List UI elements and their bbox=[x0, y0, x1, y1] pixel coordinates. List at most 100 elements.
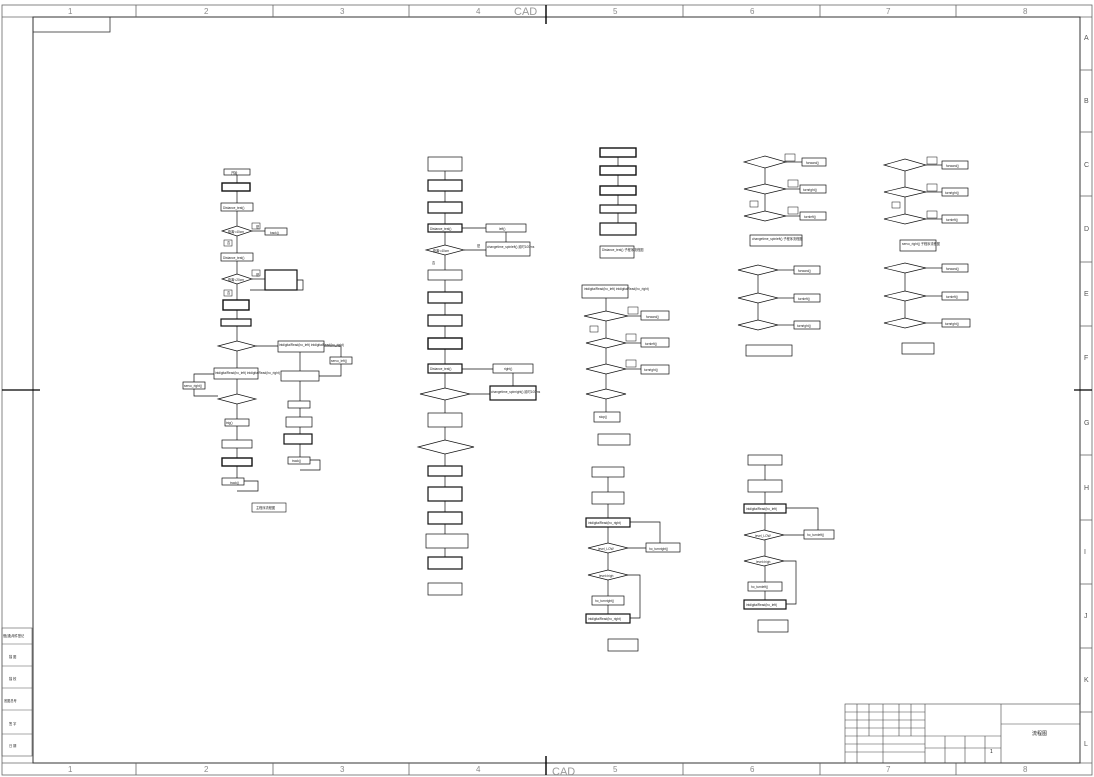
drawing-frame bbox=[1, 4, 1093, 776]
fc3-turnright: turnright() bbox=[644, 368, 658, 372]
col-2-bottom: 2 bbox=[204, 765, 209, 774]
fc1-cond-20: 距离<20cm bbox=[228, 277, 244, 282]
column-numbers-bottom: 1 2 3 4 5 6 7 8 bbox=[68, 765, 1028, 774]
fc1-read-lr-2: intdigitalRead(ho_left) intdigitalRead(h… bbox=[215, 371, 280, 375]
page-number: 1 bbox=[990, 749, 993, 755]
strip-cell-2: 描 图 bbox=[9, 654, 16, 659]
fc2-left: left() bbox=[499, 227, 505, 231]
fc1-cond-40: 距离<40cm bbox=[228, 229, 244, 234]
fc1-track-2: track() bbox=[292, 459, 301, 463]
fc1-no-2: 否 bbox=[227, 291, 231, 295]
fc1-start: 开始 bbox=[231, 170, 238, 175]
col-3-bottom: 3 bbox=[340, 765, 345, 774]
fc2-no: 否 bbox=[432, 261, 436, 265]
fc1-servo-left: servo_left() bbox=[331, 359, 347, 363]
fc1-no-1: 否 bbox=[227, 241, 231, 245]
fc5-turnright: turnright() bbox=[945, 191, 959, 195]
fc4-turnleft: turnleft() bbox=[804, 215, 816, 219]
fc3-ho-turnright: ho_turnright() bbox=[595, 599, 614, 603]
row-i: I bbox=[1084, 549, 1086, 556]
fc1-yes-2: 是 bbox=[256, 272, 260, 277]
fc1-distance-test: Distance_test() bbox=[223, 206, 244, 210]
row-b: B bbox=[1084, 98, 1089, 105]
fc5-servo: servo_right() 子程序流程图 bbox=[902, 241, 940, 246]
fc4-changetime: changetime_spinleft() 子程序流程图 bbox=[752, 236, 802, 241]
fc4-read-left-2: intdigitalRead(ho_left) bbox=[746, 603, 777, 607]
fc4-level-low: level_LOW bbox=[755, 534, 771, 538]
fc3-read-lr: intdigitalRead(ho_left) intdigitalRead(h… bbox=[584, 287, 649, 291]
fc4-ho-turnleft-side: ho_turnleft() bbox=[807, 533, 824, 537]
fc1-footer: 主程序流程图 bbox=[256, 505, 275, 510]
flowchart-3 bbox=[581, 147, 681, 652]
row-a: A bbox=[1084, 35, 1089, 42]
fc1-read-lr: intdigitalRead(ho_left) intdigitalRead(h… bbox=[279, 343, 344, 347]
fc5-forward: forward() bbox=[946, 164, 959, 168]
fc3-stop: stop() bbox=[599, 415, 607, 419]
col-8-bottom: 8 bbox=[1023, 765, 1028, 774]
row-j: J bbox=[1084, 613, 1088, 620]
row-d: D bbox=[1084, 226, 1089, 233]
row-e: E bbox=[1084, 291, 1089, 298]
fc3-turnleft: turnleft() bbox=[645, 342, 657, 346]
col-2: 2 bbox=[204, 7, 209, 16]
yes-no-tags bbox=[223, 153, 938, 368]
row-letters: A B C D E F G H I J K L bbox=[1084, 35, 1089, 748]
title-block bbox=[844, 703, 1081, 764]
flowchart-4 bbox=[737, 155, 835, 633]
fc2-right: right() bbox=[504, 367, 512, 371]
flowchart-2 bbox=[416, 156, 537, 596]
row-l: L bbox=[1084, 741, 1088, 748]
fc1-trig: trig() bbox=[226, 421, 233, 425]
fc1-footer-box bbox=[251, 502, 287, 513]
fc1-servo-right: servo_right() bbox=[184, 384, 202, 388]
fc3-ho-turnright-side: ho_turnright() bbox=[649, 547, 668, 551]
fc2-distance-test-2: Distance_test() bbox=[430, 367, 451, 371]
fc2-changetime-left: changetime_spinleft() 延时100ms bbox=[487, 244, 535, 249]
row-k: K bbox=[1084, 677, 1089, 684]
fc5-turnleft-2: turnleft() bbox=[946, 295, 958, 299]
column-numbers-top: 1 2 3 4 5 6 7 8 bbox=[68, 7, 1028, 16]
fc4-forward: forward() bbox=[806, 161, 819, 165]
strip-cell-3: 描 校 bbox=[9, 676, 17, 681]
col-3: 3 bbox=[340, 7, 345, 16]
col-1: 1 bbox=[68, 7, 73, 16]
fc4-cond-high: level=high bbox=[756, 560, 771, 564]
watermark-bottom: CAD bbox=[552, 766, 575, 777]
col-7: 7 bbox=[886, 7, 891, 16]
fc4-turnright-2: turnright() bbox=[797, 324, 811, 328]
col-4-bottom: 4 bbox=[476, 765, 481, 774]
fc2-changetime-right: changetime_spinright() 延时100ms bbox=[491, 389, 541, 394]
col-8: 8 bbox=[1023, 7, 1028, 16]
fc3-read-right: intdigitalRead(ho_right) bbox=[588, 521, 621, 525]
row-f: F bbox=[1084, 355, 1088, 362]
fc3-cond-high: level=high bbox=[599, 574, 614, 578]
fc2-cond: 距离<40cm bbox=[433, 248, 449, 253]
strip-cell-1: 借(通)用件登记 bbox=[3, 633, 25, 638]
fc4-turnright: turnright() bbox=[803, 188, 817, 192]
strip-cell-6: 日 期 bbox=[9, 743, 16, 748]
col-4: 4 bbox=[476, 7, 481, 16]
col-7-bottom: 7 bbox=[886, 765, 891, 774]
fc4-forward-2: forward() bbox=[798, 269, 811, 273]
flowchart-5 bbox=[882, 158, 971, 355]
col-5: 5 bbox=[613, 7, 618, 16]
fc4-turnleft-2: turnleft() bbox=[798, 297, 810, 301]
fc3-distance-test: Distance_test() 子程序流程图 bbox=[602, 247, 643, 252]
fc2-yes: 是 bbox=[477, 243, 481, 248]
fc1-back: back() bbox=[270, 231, 279, 235]
fc4-read-left: intdigitalRead(ho_left) bbox=[746, 507, 777, 511]
fc1-yes-1: 是 bbox=[256, 224, 260, 229]
col-1-bottom: 1 bbox=[68, 765, 73, 774]
fc1-distance-test-2: Distance_test() bbox=[223, 256, 244, 260]
fc3-level-low: level_LOW bbox=[598, 547, 614, 551]
flowchart-main bbox=[182, 168, 353, 492]
left-label-strip bbox=[1, 627, 33, 757]
row-h: H bbox=[1084, 485, 1089, 492]
strip-cell-4: 底图总号 bbox=[4, 698, 17, 703]
strip-cell-5: 签 字 bbox=[9, 721, 16, 726]
drawing-title: 流程图 bbox=[1032, 730, 1047, 737]
fc5-turnleft: turnleft() bbox=[946, 218, 958, 222]
col-5-bottom: 5 bbox=[613, 765, 618, 774]
watermark-top: CAD bbox=[514, 6, 537, 18]
